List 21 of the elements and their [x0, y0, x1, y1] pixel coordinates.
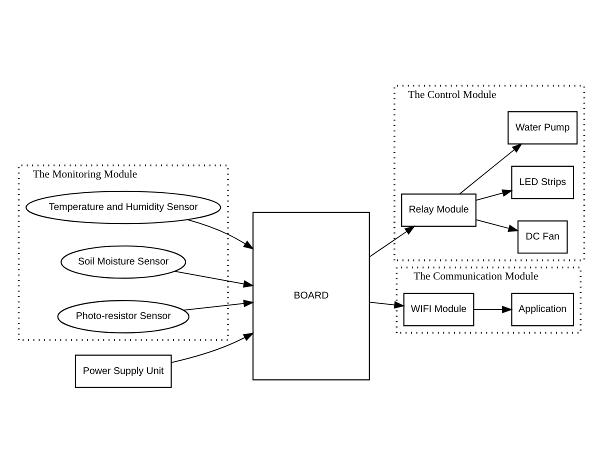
arrow [170, 332, 254, 363]
node-box: WIFI Module [403, 292, 474, 326]
node-box: Water Pump [508, 110, 578, 144]
node-box: Relay Module [401, 193, 476, 226]
arrow [369, 225, 416, 257]
node-box: BOARD [252, 211, 370, 380]
arrow [459, 142, 523, 194]
node-ellipse: Temperature and Humidity Sensor [26, 190, 222, 224]
node-box: Power Supply Unit [74, 354, 172, 388]
arrow [369, 300, 405, 308]
node-box: DC Fan [517, 220, 568, 254]
node-ellipse: Soil Moisture Sensor [60, 244, 186, 278]
arrow [473, 305, 513, 313]
arrow [174, 270, 254, 288]
arrow [187, 218, 254, 249]
arrow [182, 299, 254, 310]
node-box: LED Strips [511, 165, 574, 199]
arrow [475, 188, 513, 200]
node-ellipse: Photo-resistor Sensor [57, 300, 190, 333]
arrow [475, 218, 519, 232]
node-box: Application [511, 292, 574, 326]
